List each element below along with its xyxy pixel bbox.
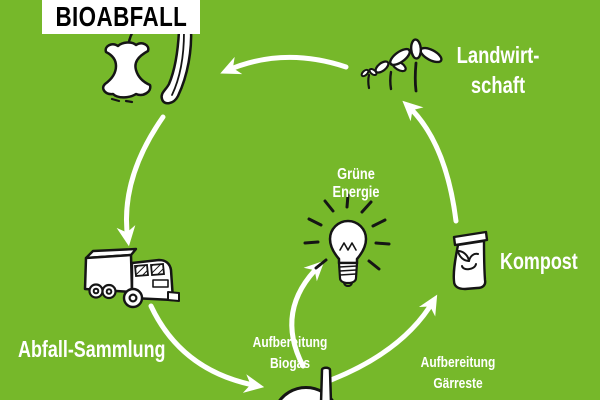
compost-bag-icon [452,230,489,291]
title-box: BIOABFALL [42,0,200,34]
label-landwirtschaft: Landwirt- schaft [456,42,540,98]
biogas-plant-icon [278,366,334,400]
arrow-kompost-to-landwirtschaft [402,100,459,224]
arrow-sammlung-to-biogasanlage [148,303,265,393]
label-kompost: Kompost [500,248,578,274]
lightbulb-icon [303,193,391,287]
arrow-gaerreste-to-kompost [328,294,438,383]
arrow-landwirtschaft-to-bioabfall [220,54,349,75]
compost-sprout-symbol [457,250,479,271]
lightbulb-rays [303,193,391,271]
label-abfall-sammlung: Abfall-Sammlung [18,336,166,362]
diagram-title: BIOABFALL [55,1,187,32]
plant-sprouts-icon [360,38,443,93]
label-aufbereitung-biogas: Aufbereitung Biogas [252,334,328,372]
arrow-biogas-to-energie [289,260,325,369]
apple-core-banana-peel-icon [101,14,193,105]
garbage-truck-icon [83,247,180,309]
label-gruene-energie: Grüne Energie [332,166,380,201]
label-aufbereitung-gaerreste: Aufbereitung Gärreste [420,354,496,392]
cycle-arrows [116,54,459,393]
arrow-bioabfall-to-sammlung [116,114,166,247]
